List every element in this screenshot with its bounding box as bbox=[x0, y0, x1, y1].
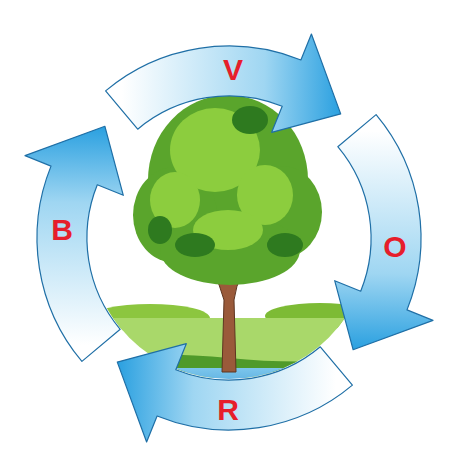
stage-letter: R bbox=[217, 395, 239, 425]
tree bbox=[133, 95, 322, 372]
stage-letter: B bbox=[51, 215, 73, 245]
stage-letter: O bbox=[383, 232, 406, 262]
stage-letter: V bbox=[223, 55, 243, 85]
cycle-arrow bbox=[335, 115, 433, 350]
cycle-arrow bbox=[25, 126, 123, 361]
cycle-arrow bbox=[106, 34, 341, 132]
cycle-arrow bbox=[117, 344, 352, 442]
